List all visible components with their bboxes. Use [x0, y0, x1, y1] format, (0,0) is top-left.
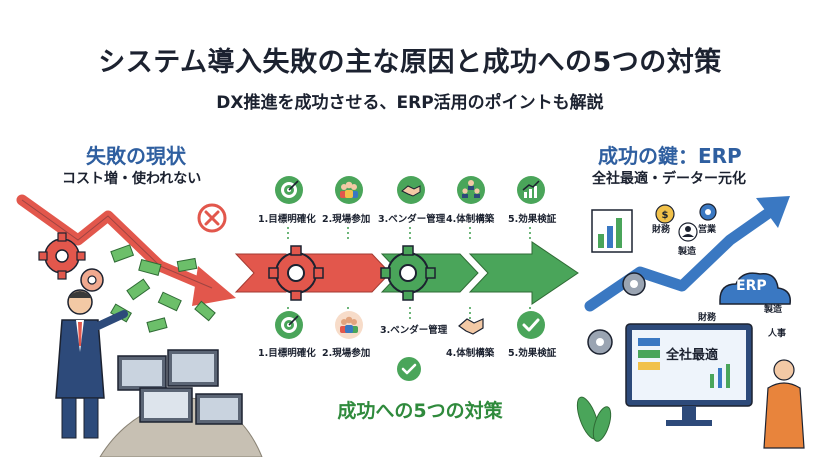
- page-title: システム導入失敗の主な原因と成功への5つの対策: [98, 47, 722, 78]
- process-flow: [234, 241, 579, 305]
- bottom-step-label-1: 1.目標明確化: [258, 348, 316, 359]
- plant-icon: [576, 396, 612, 442]
- countermeasures-title: 成功への5つの対策: [337, 400, 503, 422]
- person-icon: [763, 359, 805, 449]
- failure-subheading: コスト増・使われない: [62, 171, 202, 187]
- dept-label-hr: 人事: [768, 329, 787, 339]
- gear-icon: [80, 268, 104, 292]
- success-heading: 成功の鍵：ERP: [598, 144, 742, 168]
- money-icon: [110, 244, 216, 333]
- check-icon: [517, 311, 545, 339]
- top-step-label-1: 1.目標明確化: [258, 214, 316, 225]
- failure-illustration: [16, 194, 263, 457]
- gear-icon: [622, 272, 646, 296]
- erp-cloud-icon: [719, 272, 791, 305]
- top-step-label-3: 3.ベンダー管理: [378, 214, 446, 225]
- gear-icon: [38, 232, 86, 280]
- bar-chart-icon: [591, 209, 633, 253]
- businessman-icon: [55, 289, 128, 439]
- dept-label-manufacturing-2: 製造: [764, 305, 783, 315]
- gear-icon: [699, 203, 717, 221]
- failure-heading: 失敗の現状: [86, 144, 186, 168]
- team-icon: [335, 176, 363, 204]
- error-icon: [197, 203, 227, 233]
- team-icon: [335, 311, 363, 339]
- growth-chart-icon: [517, 176, 545, 204]
- monitor-icon: [625, 323, 753, 426]
- org-icon: [457, 176, 485, 204]
- bottom-step-label-5: 5.効果検証: [508, 348, 557, 359]
- svg-text:$: $: [662, 210, 669, 221]
- target-icon: [275, 311, 303, 339]
- erp-label: ERP: [736, 278, 767, 294]
- dept-label-finance-2: 財務: [698, 313, 717, 323]
- bottom-step-label-3: 3.ベンダー管理: [380, 325, 448, 336]
- erp-illustration: $: [576, 196, 805, 449]
- unused-computers-icon: [99, 349, 263, 457]
- finance-icon: $: [655, 204, 675, 224]
- bottom-step-label-2: 2.現場参加: [322, 348, 371, 359]
- check-icon: [397, 357, 421, 381]
- user-icon: [678, 222, 698, 242]
- dept-label-sales: 営業: [698, 225, 717, 235]
- top-step-label-5: 5.効果検証: [508, 214, 557, 225]
- page-subtitle: DX推進を成功させる、ERP活用のポイントも解説: [216, 93, 604, 113]
- dept-label-manufacturing: 製造: [678, 247, 697, 257]
- success-subheading: 全社最適・データー元化: [592, 171, 746, 187]
- top-step-label-2: 2.現場参加: [322, 214, 371, 225]
- gear-icon: [268, 245, 324, 301]
- step-connectors: [287, 227, 531, 319]
- target-icon: [275, 176, 303, 204]
- handshake-icon: [397, 176, 425, 204]
- gear-icon: [587, 329, 613, 355]
- falling-arrow-icon: [16, 194, 236, 306]
- top-step-label-4: 4.体制構築: [446, 214, 495, 225]
- gear-icon: [380, 245, 436, 301]
- handshake-icon: [458, 318, 484, 335]
- bottom-step-label-4: 4.体制構築: [446, 348, 495, 359]
- dept-label-finance: 財務: [652, 225, 671, 235]
- monitor-screen-label: 全社最適: [666, 348, 719, 363]
